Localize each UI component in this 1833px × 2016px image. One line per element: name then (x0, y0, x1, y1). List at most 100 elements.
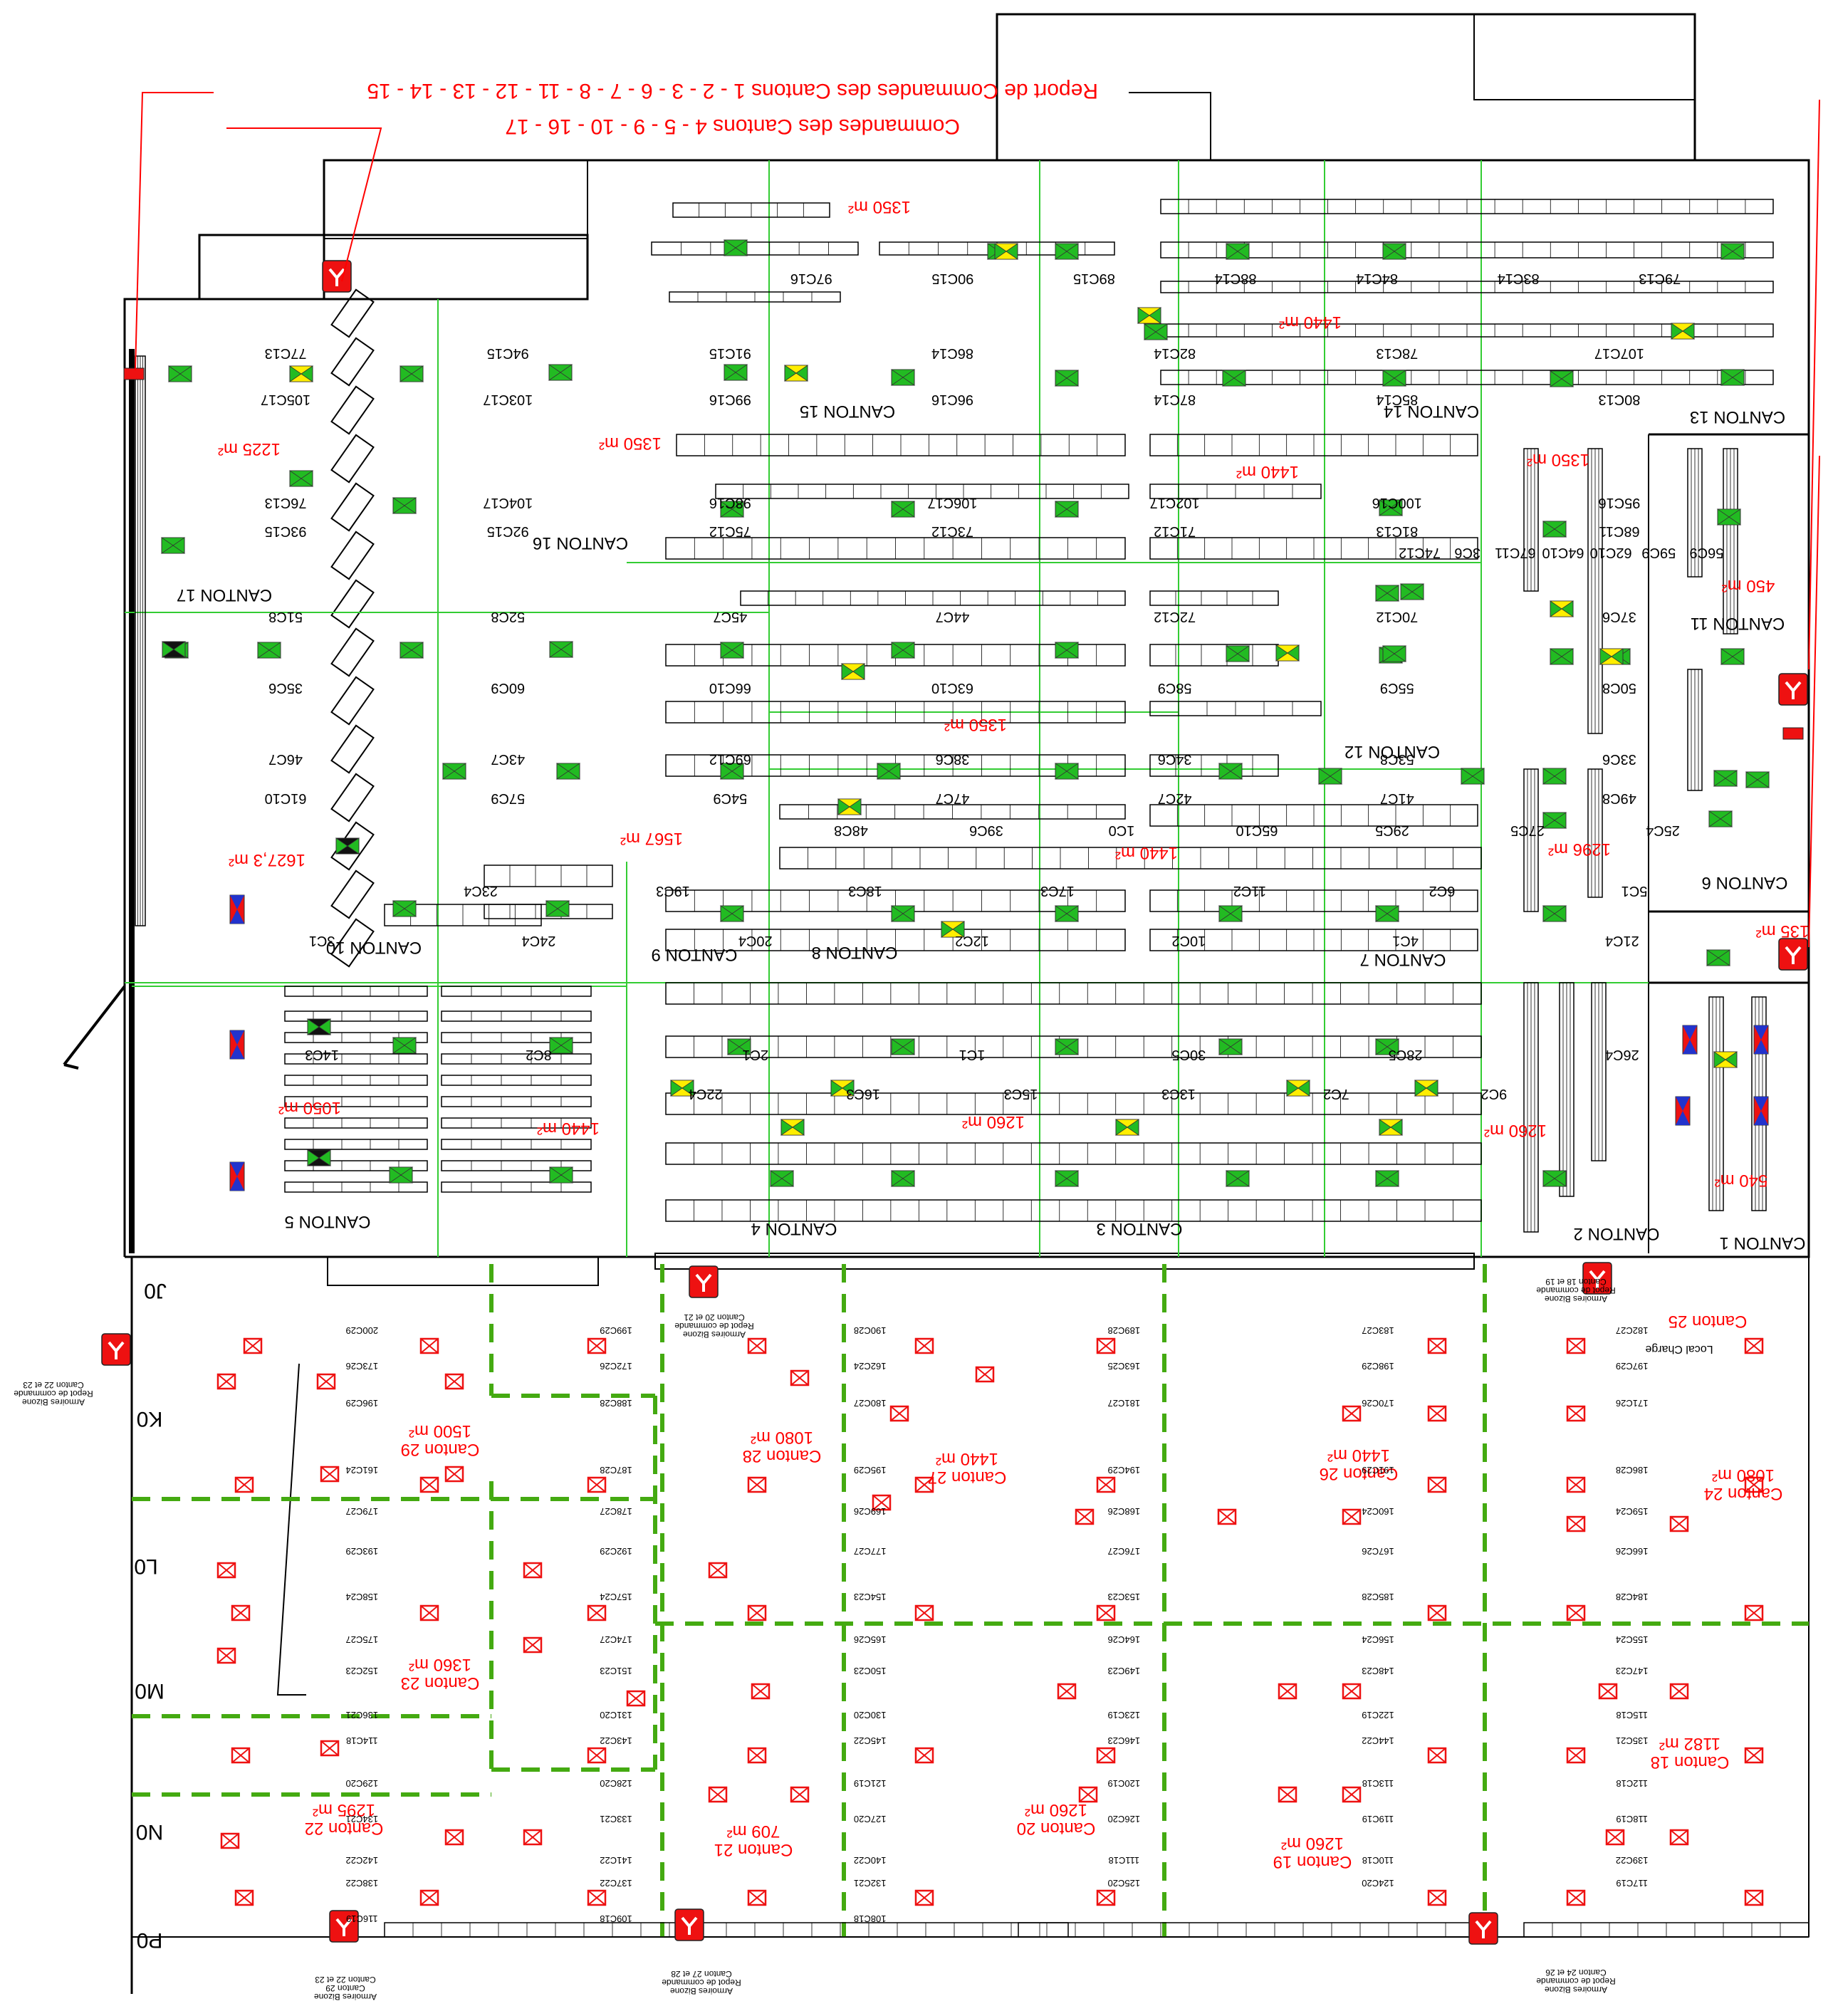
marker-flap (256, 649, 282, 659)
red-marker-icon (243, 1337, 263, 1354)
cell-label: 90C15 (931, 271, 973, 286)
red-marker-icon (747, 1604, 767, 1621)
wing-cell-label: 149C23 (1108, 1666, 1141, 1676)
cell-label: 64C10 (1542, 545, 1584, 560)
lower-canton-area: 1360 m² (409, 1655, 471, 1674)
marker-flap (1374, 585, 1400, 594)
marker-flap (1218, 1046, 1243, 1055)
cell-label: 48C8 (834, 822, 868, 838)
marker-flap (993, 251, 1019, 260)
cell-label: 100C16 (1372, 495, 1422, 511)
callout-line (226, 127, 382, 282)
wing-cell-label: 161C24 (346, 1465, 379, 1476)
marker-flap (890, 369, 916, 378)
office-rooms (323, 160, 588, 239)
marker-flap (1542, 528, 1567, 538)
marker-flap (1137, 315, 1162, 324)
wing-cell-label: 195C29 (854, 1465, 887, 1476)
wing-cell-label: 144C22 (1362, 1735, 1394, 1746)
marker-flap (1720, 251, 1745, 260)
marker-cross (1745, 1477, 1763, 1493)
conveyor-segment (330, 288, 375, 338)
lower-canton-area: 1080 m² (751, 1428, 813, 1447)
lower-canton-area: 709 m² (727, 1822, 780, 1841)
marker-flap (1221, 377, 1247, 387)
wing-cell-label: 118C19 (1616, 1814, 1648, 1824)
marker-flap (890, 1046, 916, 1055)
marker-flap (1054, 1038, 1080, 1048)
marker-cross (1278, 1787, 1297, 1802)
marker-flap (1317, 775, 1343, 785)
cabinet-label: Canton 29 (325, 1983, 365, 1993)
marker-cross (748, 1605, 766, 1621)
cell-label: 77C13 (265, 345, 307, 361)
zone-boundaries (125, 160, 1809, 1937)
red-marker-icon (1078, 1786, 1098, 1803)
area-label: 1260 m² (962, 1112, 1025, 1132)
red-marker-icon (1096, 1476, 1116, 1493)
cell-label: 87C14 (1154, 392, 1196, 407)
cell-label: 93C15 (265, 523, 307, 539)
red-marker-icon (320, 1740, 340, 1757)
wing-cell-label: 113C18 (1362, 1778, 1394, 1789)
marker-flap (399, 649, 424, 659)
marker-flap (1218, 771, 1243, 780)
rack-row (484, 865, 613, 887)
marker-cross (790, 1787, 809, 1802)
marker-flap (780, 1119, 805, 1128)
red-marker-icon (216, 1647, 236, 1664)
command-note: Commandes des Cantons 4 - 5 - 9 - 10 - 1… (505, 115, 960, 138)
marker-cross (231, 1748, 250, 1763)
marker-flap (1114, 1119, 1140, 1128)
rack-row (284, 1139, 428, 1150)
marker-flap (1716, 516, 1742, 526)
marker-cross (420, 1338, 439, 1354)
marker-cross (1342, 1683, 1361, 1699)
marker-cross (320, 1466, 339, 1482)
red-marker-icon (914, 1337, 934, 1354)
marker-cross (523, 1562, 542, 1578)
marker-cross (1670, 1683, 1688, 1699)
marker-flap (230, 909, 244, 924)
rack-row (284, 1010, 428, 1022)
red-marker-icon (231, 1747, 251, 1764)
wing-cell-label: 179C27 (346, 1506, 379, 1517)
cell-label: 76C13 (265, 495, 307, 511)
cell-label: 18C3 (848, 883, 882, 899)
wing-cell-label: 125C20 (1108, 1878, 1141, 1889)
marker-flap (1542, 768, 1567, 777)
red-marker-icon (216, 1373, 236, 1390)
marker-flap (392, 497, 417, 506)
red-marker-icon (587, 1476, 607, 1493)
wing-cell-label: 188C28 (600, 1398, 632, 1409)
wing-cell-label: 121C19 (854, 1778, 887, 1789)
marker-cross (235, 1890, 254, 1906)
cell-label: 102C17 (1150, 495, 1200, 511)
marker-cross (1745, 1890, 1763, 1906)
red-marker-icon (220, 1832, 240, 1849)
marker-flap (388, 1174, 414, 1184)
cell-label: 1C1 (959, 1047, 986, 1062)
lower-canton-area: 1260 m² (1281, 1834, 1344, 1853)
cabinet-label: Armoires Bizone (1545, 1985, 1607, 1995)
marker-cross (1097, 1605, 1115, 1621)
marker-flap (1713, 770, 1738, 779)
marker-flap (1599, 656, 1624, 665)
red-marker-icon (1744, 1604, 1764, 1621)
marker-flap (719, 501, 745, 510)
cell-label: 34C6 (1158, 751, 1192, 767)
marker-flap (940, 929, 966, 938)
marker-flap (830, 1087, 855, 1097)
wing-cell-label: 150C23 (854, 1666, 887, 1676)
marker-flap (890, 377, 916, 386)
cell-label: 25C4 (1646, 822, 1680, 838)
marker-flap (1706, 949, 1731, 959)
marker-cross (1606, 1829, 1624, 1845)
marker-flap (890, 501, 916, 510)
marker-flap (1676, 1111, 1690, 1125)
cell-label: 3C1 (309, 933, 335, 949)
marker-cross (1097, 1890, 1115, 1906)
cabinet-glyph (1475, 1920, 1492, 1938)
area-label: 1627,3 m² (229, 850, 306, 869)
red-marker-icon (1278, 1786, 1297, 1803)
